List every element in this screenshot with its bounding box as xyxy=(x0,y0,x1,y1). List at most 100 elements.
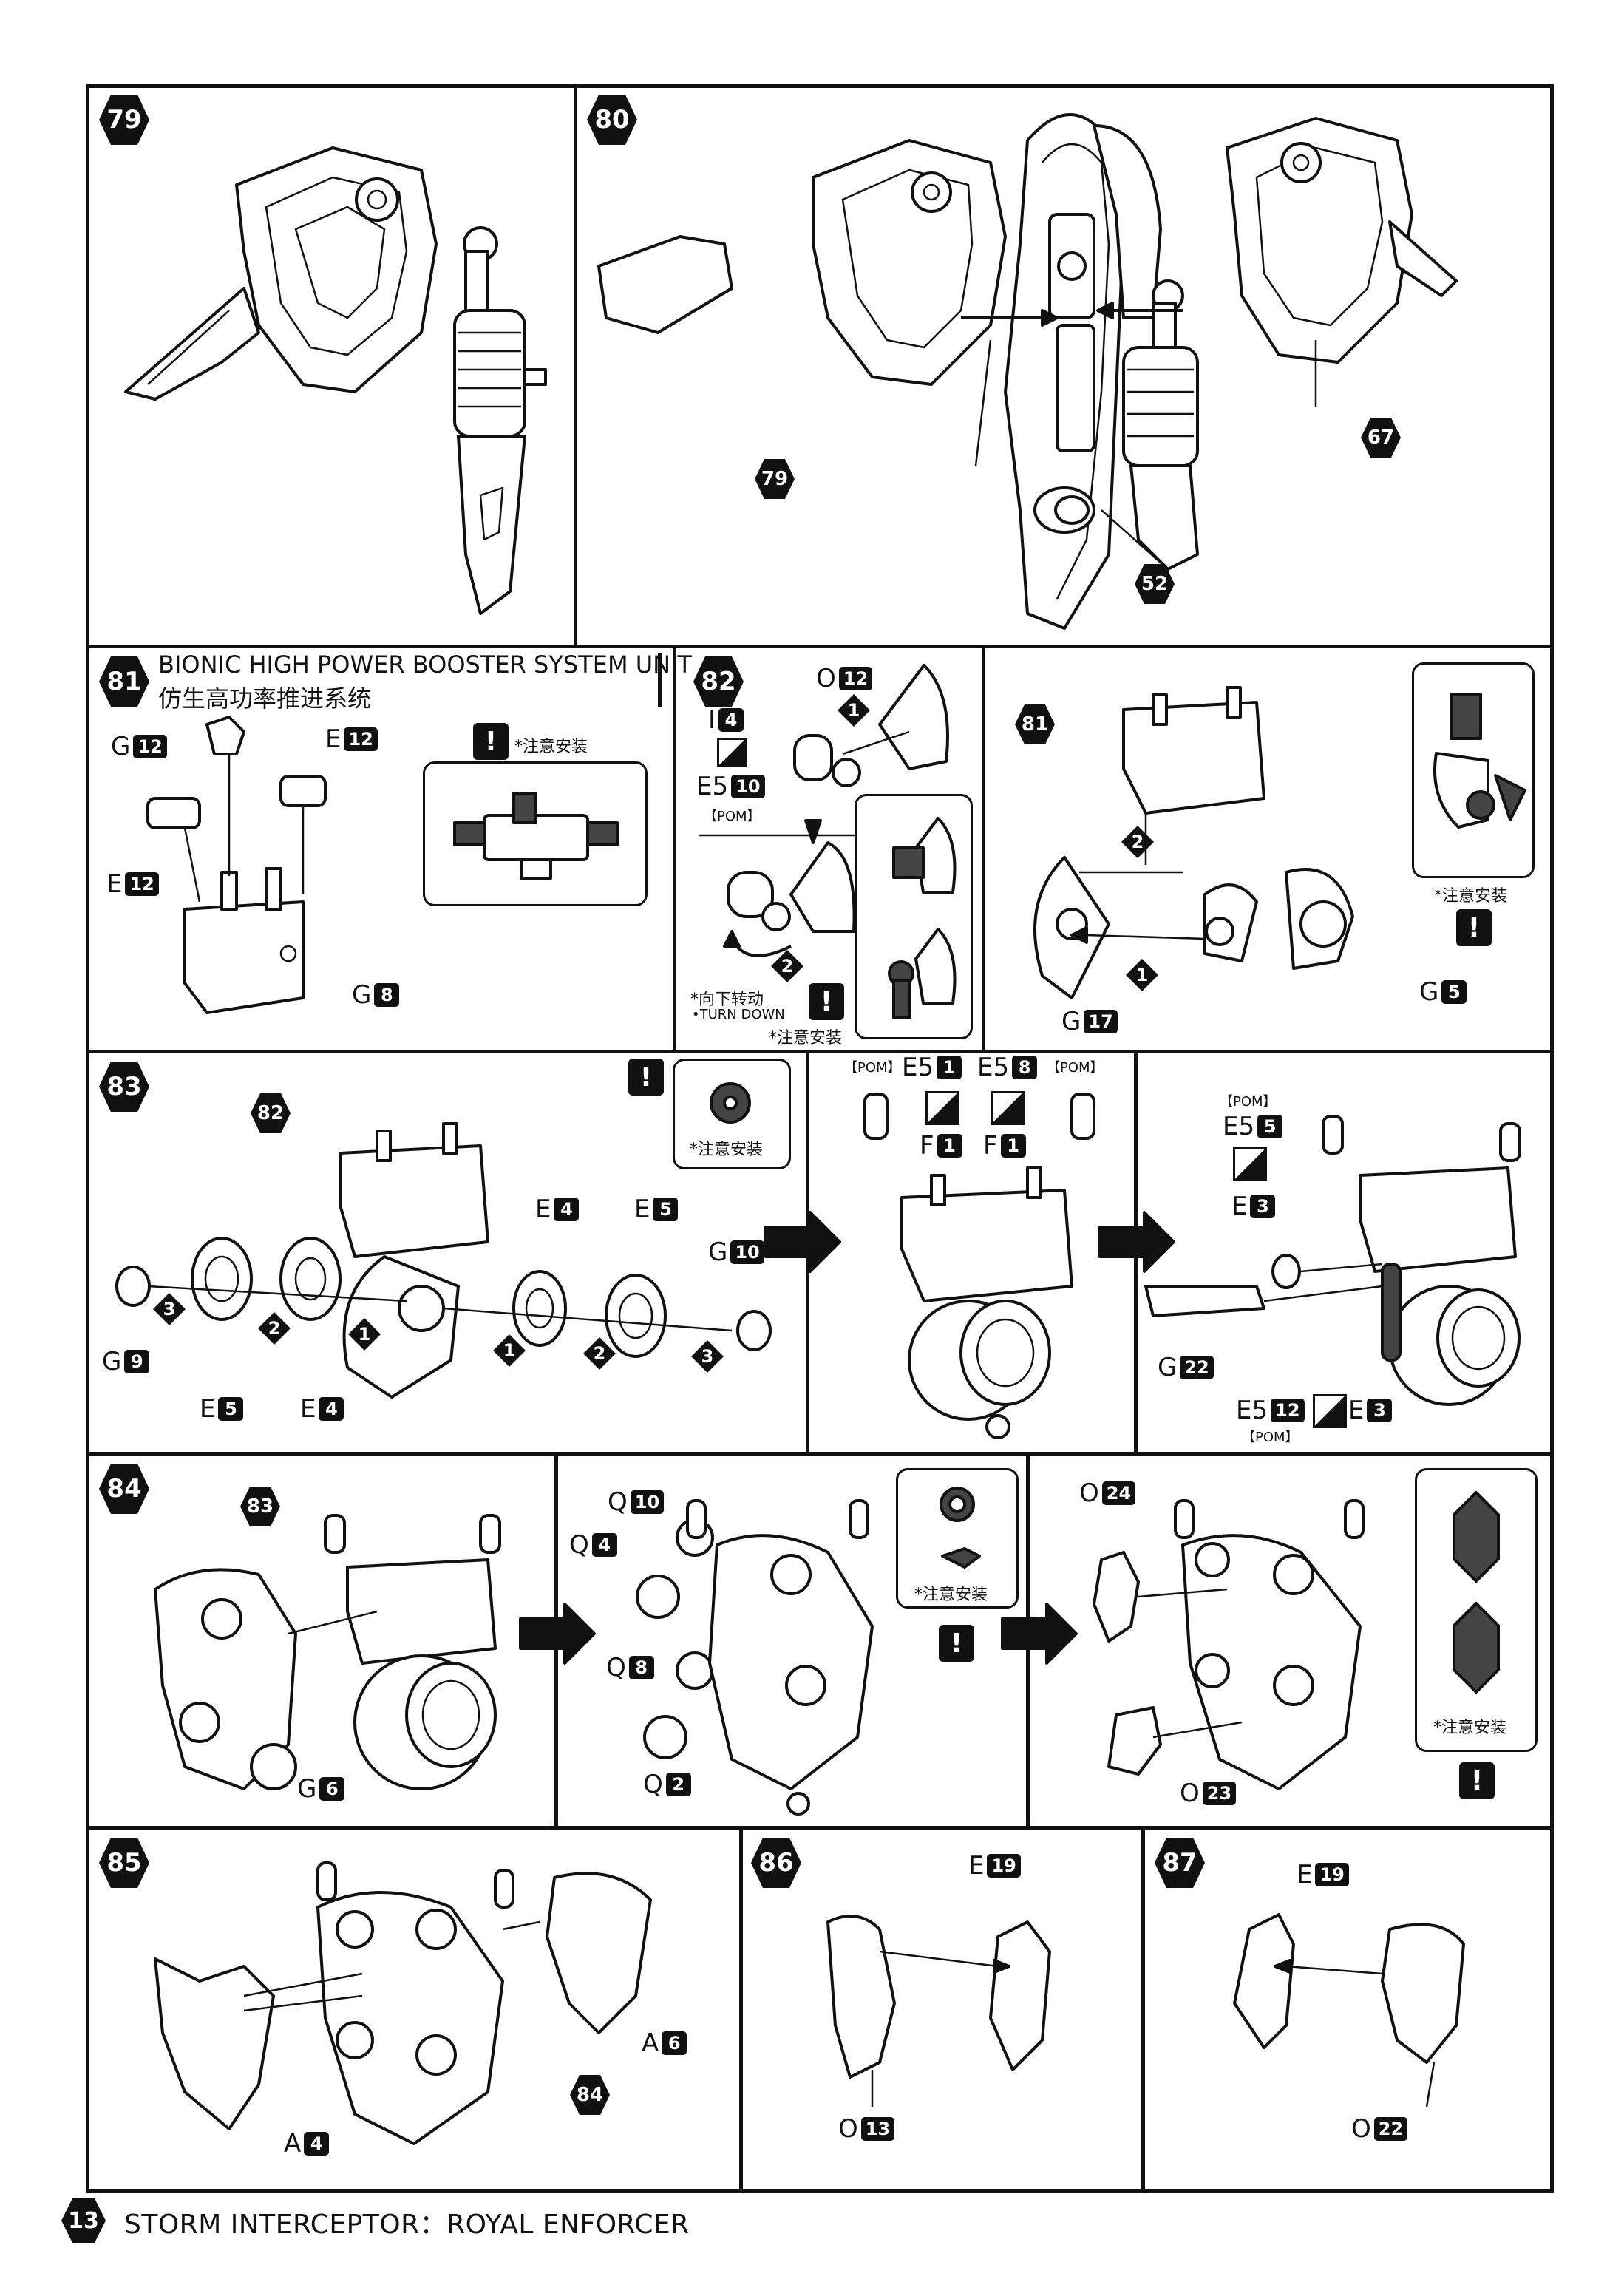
step-86-badge: 86 xyxy=(750,1836,803,1889)
step-81-illustration xyxy=(146,716,327,1014)
step-82b-illustration xyxy=(1033,686,1354,999)
step-83-order-right-1: 1 xyxy=(492,1334,526,1368)
step-83-badge: 83 xyxy=(98,1060,151,1113)
step-83-order-right-2: 2 xyxy=(582,1336,616,1371)
step-80-badge: 80 xyxy=(585,93,639,146)
step-87-badge: 87 xyxy=(1153,1836,1206,1889)
step-79-badge: 79 xyxy=(98,93,151,146)
step-84-arrow-2 xyxy=(1001,1603,1078,1665)
wave-hatch-icon xyxy=(1233,1147,1267,1181)
step-83b-arrow xyxy=(1098,1211,1175,1273)
step-83-warning-icon: ! xyxy=(628,1059,664,1096)
step-82-illustration xyxy=(699,664,949,957)
step-82-detail-inset xyxy=(855,794,973,1039)
row-divider-2 xyxy=(86,1050,1554,1053)
step-82-pom-label: 【POM】 xyxy=(704,809,761,824)
step-82-note-zh: *向下转动 xyxy=(690,991,764,1009)
step-84-warning-icon: ! xyxy=(939,1625,974,1662)
step-81-note: *注意安装 xyxy=(514,738,588,756)
step-87-illustration xyxy=(1233,1913,1465,2108)
footer-title: STORM INTERCEPTOR：ROYAL ENFORCER xyxy=(124,2210,690,2240)
step-86-illustration xyxy=(826,1915,1051,2107)
step-83-ref-82: 82 xyxy=(250,1093,291,1134)
step-82-order-2: 2 xyxy=(770,949,804,983)
col-divider-r5b xyxy=(1141,1826,1145,2193)
step-82b-detail-inset xyxy=(1412,662,1535,878)
step-83c-illustration xyxy=(1144,1115,1521,1406)
wave-hatch-icon xyxy=(717,738,747,767)
step-80-ref-67: 67 xyxy=(1360,417,1402,458)
step-80-ref-52: 52 xyxy=(1134,563,1175,605)
step-83-order-right-3: 3 xyxy=(690,1339,724,1373)
row-divider-4 xyxy=(86,1826,1554,1830)
step-84-illustration-a xyxy=(154,1514,501,1790)
row-divider-3 xyxy=(86,1452,1554,1456)
step-82b-warning-icon: ! xyxy=(1456,909,1492,946)
step-82b-order-1: 1 xyxy=(1125,958,1159,992)
step-84-ref-83: 83 xyxy=(239,1486,281,1527)
title-rule xyxy=(658,653,662,707)
step-82-note: *注意安装 xyxy=(769,1029,843,1047)
step-84-badge: 84 xyxy=(98,1462,151,1515)
step-79-number: 79 xyxy=(106,105,142,135)
step-82b-ref-81: 81 xyxy=(1014,704,1056,745)
wave-hatch-icon xyxy=(991,1091,1025,1125)
wave-hatch-icon xyxy=(925,1091,959,1125)
step-83b-pom-left: 【POM】 xyxy=(844,1060,901,1076)
page-number-badge: 13 xyxy=(61,2198,106,2244)
step-84-illustration-b xyxy=(636,1499,874,1816)
step-82-order-1: 1 xyxy=(837,693,871,727)
step-80-illustration xyxy=(597,113,1458,630)
step-83c-pom-top: 【POM】 xyxy=(1220,1094,1277,1110)
step-85-illustration xyxy=(154,1861,652,2145)
step-84-arrow-1 xyxy=(519,1603,596,1665)
step-81-title-zh: 仿生高功率推进系统 xyxy=(158,685,372,713)
step-85-ref-84: 84 xyxy=(569,2074,611,2116)
step-84-warning-icon-2: ! xyxy=(1459,1762,1495,1799)
col-divider-r5a xyxy=(739,1826,743,2193)
step-83c-pom-bottom: 【POM】 xyxy=(1242,1430,1299,1445)
step-83b-illustration xyxy=(863,1093,1095,1439)
step-81-warning-icon: ! xyxy=(473,723,509,760)
step-82-warning-icon: ! xyxy=(809,983,844,1020)
step-83-detail-inset: *注意安装 xyxy=(673,1059,791,1169)
page-frame xyxy=(86,84,1554,2193)
step-81-badge: 81 xyxy=(98,655,151,708)
step-80-ref-79: 79 xyxy=(754,458,795,500)
page-number: 13 xyxy=(68,2207,99,2234)
step-83-order-left-2: 2 xyxy=(257,1311,291,1345)
step-83-order-left-1: 1 xyxy=(347,1317,381,1351)
step-85-badge: 85 xyxy=(98,1836,151,1889)
step-84-detail-inset-b: *注意安装 xyxy=(896,1468,1019,1609)
wave-hatch-icon xyxy=(1313,1394,1347,1428)
step-84-illustration-c xyxy=(1093,1499,1365,1790)
step-79-illustration xyxy=(124,146,547,615)
